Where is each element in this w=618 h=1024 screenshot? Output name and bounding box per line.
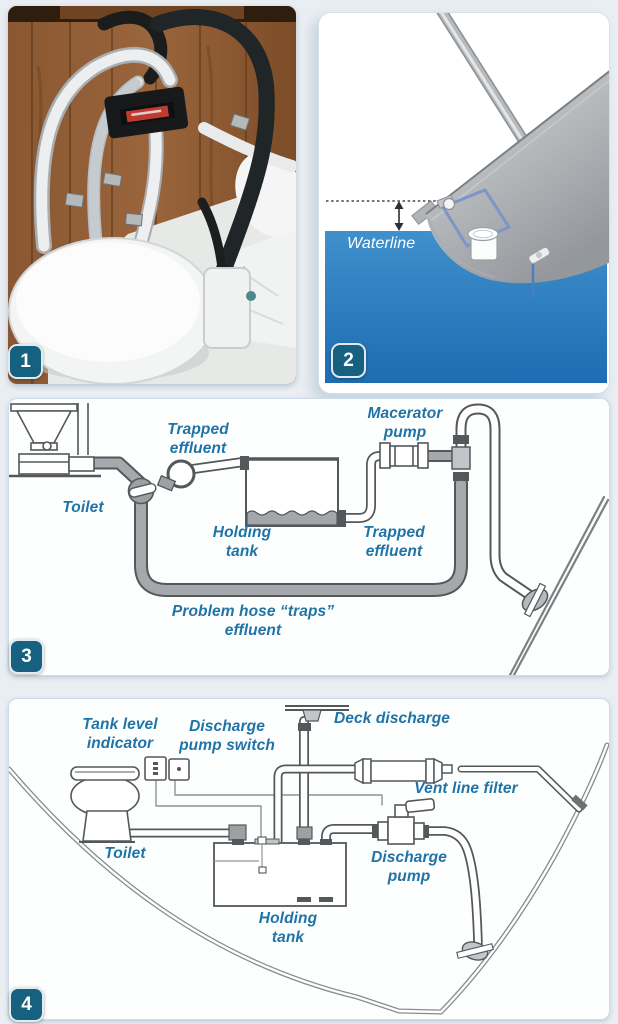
vent-line-filter-shape xyxy=(354,757,453,785)
panel-3-problem-hose-diagram: Trapped effluent Macerator pump Toilet H… xyxy=(8,398,610,676)
holding-tank-shape xyxy=(213,836,347,907)
panel-3-badge: 3 xyxy=(9,639,44,674)
label-toilet: Toilet xyxy=(104,845,146,862)
tank-outlet-pipe xyxy=(337,451,385,523)
deck-fitting xyxy=(285,705,349,840)
discharge-system-schematic xyxy=(9,705,609,1015)
pump-handle xyxy=(197,197,227,273)
tee-fitting xyxy=(451,435,471,481)
indicator-wire xyxy=(155,780,262,838)
discharge-pump-switch xyxy=(168,758,190,781)
tank-outlet-flange xyxy=(337,510,346,527)
label-waterline: Waterline xyxy=(347,235,416,252)
badge-number: 4 xyxy=(21,993,32,1015)
label-trapped-effluent-right: Trapped effluent xyxy=(363,524,425,560)
badge-number: 1 xyxy=(20,350,31,372)
y-valve xyxy=(104,86,189,139)
valve-handle xyxy=(128,482,157,498)
label-discharge-pump-switch: Discharge pump switch xyxy=(179,718,275,754)
toilet-line-art xyxy=(9,403,101,478)
hull-line xyxy=(508,495,609,675)
panel-2-badge: 2 xyxy=(331,343,366,378)
seacock xyxy=(521,582,549,618)
label-discharge-pump: Discharge pump xyxy=(371,849,447,885)
toilet-pump xyxy=(203,267,251,349)
vented-loop-piping xyxy=(440,188,512,248)
label-deck-discharge: Deck discharge xyxy=(334,710,450,727)
hoses xyxy=(33,9,296,313)
holding-tank-shape xyxy=(240,456,346,527)
trapped-effluent-fill xyxy=(246,510,338,526)
badge-number: 3 xyxy=(21,645,32,667)
label-macerator-pump: Macerator pump xyxy=(367,405,443,441)
deck-edge xyxy=(425,70,609,215)
toilet-in-hull xyxy=(467,226,499,261)
label-holding-tank: Holding tank xyxy=(212,524,272,560)
label-tank-level-indicator: Tank level indicator xyxy=(82,716,158,752)
toilet-installation-photo xyxy=(8,6,296,384)
toilet-pipe-elbow xyxy=(228,824,247,845)
toilet-shape xyxy=(70,766,140,843)
tank-sensor xyxy=(257,836,267,845)
problem-hose-schematic xyxy=(9,403,609,675)
loop-fitting xyxy=(442,197,456,211)
pump-outlet-hose xyxy=(423,826,483,948)
label-holding-tank: Holding tank xyxy=(258,910,318,946)
trap-valve xyxy=(127,459,196,505)
macerator-pump-shape xyxy=(379,442,429,469)
vent-through-hull xyxy=(571,794,588,811)
hull-seacock xyxy=(528,246,551,265)
tank-level-indicator-switch xyxy=(144,756,167,781)
heeled-sailboat-illustration xyxy=(325,13,609,383)
panel-1-badge: 1 xyxy=(8,344,43,379)
discharge-seacock xyxy=(456,941,494,961)
panel-2-heeled-boat-diagram: Waterline 2 xyxy=(318,12,610,394)
panel-4-badge: 4 xyxy=(9,987,44,1022)
label-trapped-effluent-left: Trapped effluent xyxy=(167,421,229,457)
label-toilet: Toilet xyxy=(62,499,104,516)
label-problem-hose: Problem hose “traps” effluent xyxy=(171,603,335,639)
panel-1-toilet-photo: 1 xyxy=(8,6,296,384)
gap-arrow xyxy=(394,201,404,231)
panel-4-discharge-system-diagram: Tank level indicator Discharge pump swit… xyxy=(8,698,610,1022)
discharge-pump-shape xyxy=(372,798,436,845)
badge-number: 2 xyxy=(343,349,354,371)
label-vent-line-filter: Vent line filter xyxy=(414,780,518,797)
